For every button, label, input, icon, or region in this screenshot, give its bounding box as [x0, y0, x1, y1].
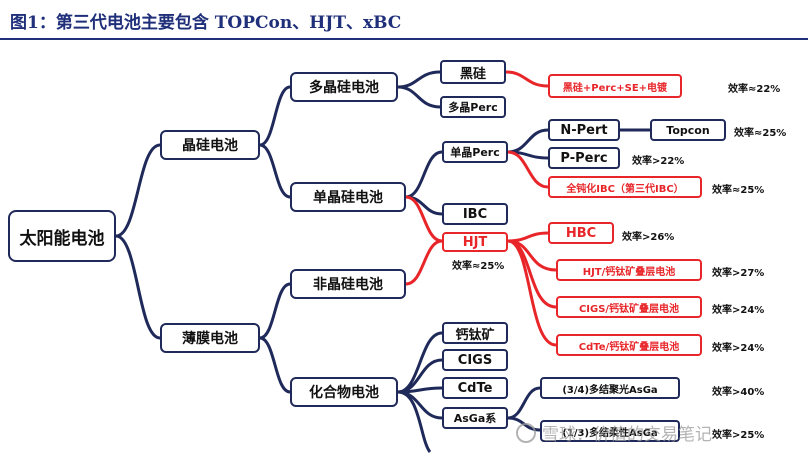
amorphous-si-cell: 非晶硅电池	[290, 269, 406, 299]
cigs: CIGS	[442, 349, 508, 371]
hjt-efficiency: 效率≈25%	[452, 261, 505, 272]
solar-cell-root: 太阳能电池	[8, 210, 116, 262]
title-rule	[0, 38, 808, 40]
cigs-perovskite-efficiency: 效率>24%	[712, 305, 765, 316]
hjt-perovskite-tandem: HJT/钙钛矿叠层电池	[556, 259, 702, 281]
perovskite: 钙钛矿	[442, 322, 508, 344]
multi-si-cell: 多晶硅电池	[290, 72, 398, 102]
thin-film-cell: 薄膜电池	[160, 323, 260, 353]
ibc: IBC	[442, 203, 508, 225]
crystalline-si-cell: 晶硅电池	[160, 130, 260, 160]
asga: AsGa系	[442, 407, 508, 429]
topcon-efficiency: 效率≈25%	[734, 128, 787, 139]
black-si-perc-se-plating: 黑硅+Perc+SE+电镀	[548, 74, 682, 98]
cdte-perovskite-tandem: CdTe/钙钛矿叠层电池	[556, 334, 702, 356]
mono-si-cell: 单晶硅电池	[290, 182, 406, 212]
figure-title: 图1：第三代电池主要包含 TOPCon、HJT、xBC	[10, 13, 402, 33]
multi-perc: 多晶Perc	[440, 96, 506, 118]
p-perc: P-Perc	[548, 147, 620, 169]
full-passivation-ibc: 全钝化IBC（第三代IBC）	[548, 176, 702, 198]
multi-junction-concentrator-asga: (3/4)多结聚光AsGa	[540, 377, 680, 399]
hbc: HBC	[548, 222, 614, 244]
black-si: 黑硅	[440, 60, 506, 84]
n-pert: N-Pert	[548, 119, 620, 141]
cdte-perovskite-efficiency: 效率>24%	[712, 343, 765, 354]
hbc-efficiency: 效率>26%	[622, 232, 675, 243]
mono-perc: 单晶Perc	[442, 141, 508, 163]
cdte: CdTe	[442, 377, 508, 399]
snowball-logo-icon	[516, 422, 536, 443]
p-perc-efficiency: 效率>22%	[632, 156, 685, 167]
asga-flexible-efficiency: 效率>25%	[712, 430, 765, 441]
multi-junction-flexible-asga: (1/3)多结柔性AsGa	[540, 420, 680, 442]
topcon: Topcon	[650, 119, 726, 141]
hjt-perovskite-efficiency: 效率>27%	[712, 268, 765, 279]
compound-cell: 化合物电池	[290, 377, 398, 407]
black-si-efficiency: 效率≈22%	[728, 84, 781, 95]
full-ibc-efficiency: 效率≈25%	[712, 185, 765, 196]
asga-concentrator-efficiency: 效率>40%	[712, 387, 765, 398]
cigs-perovskite-tandem: CIGS/钙钛矿叠层电池	[556, 296, 702, 318]
watermark-text: 雪球：价值的交易笔记	[542, 425, 712, 445]
hjt: HJT	[442, 232, 508, 252]
watermark: 雪球：价值的交易笔记	[516, 420, 712, 445]
